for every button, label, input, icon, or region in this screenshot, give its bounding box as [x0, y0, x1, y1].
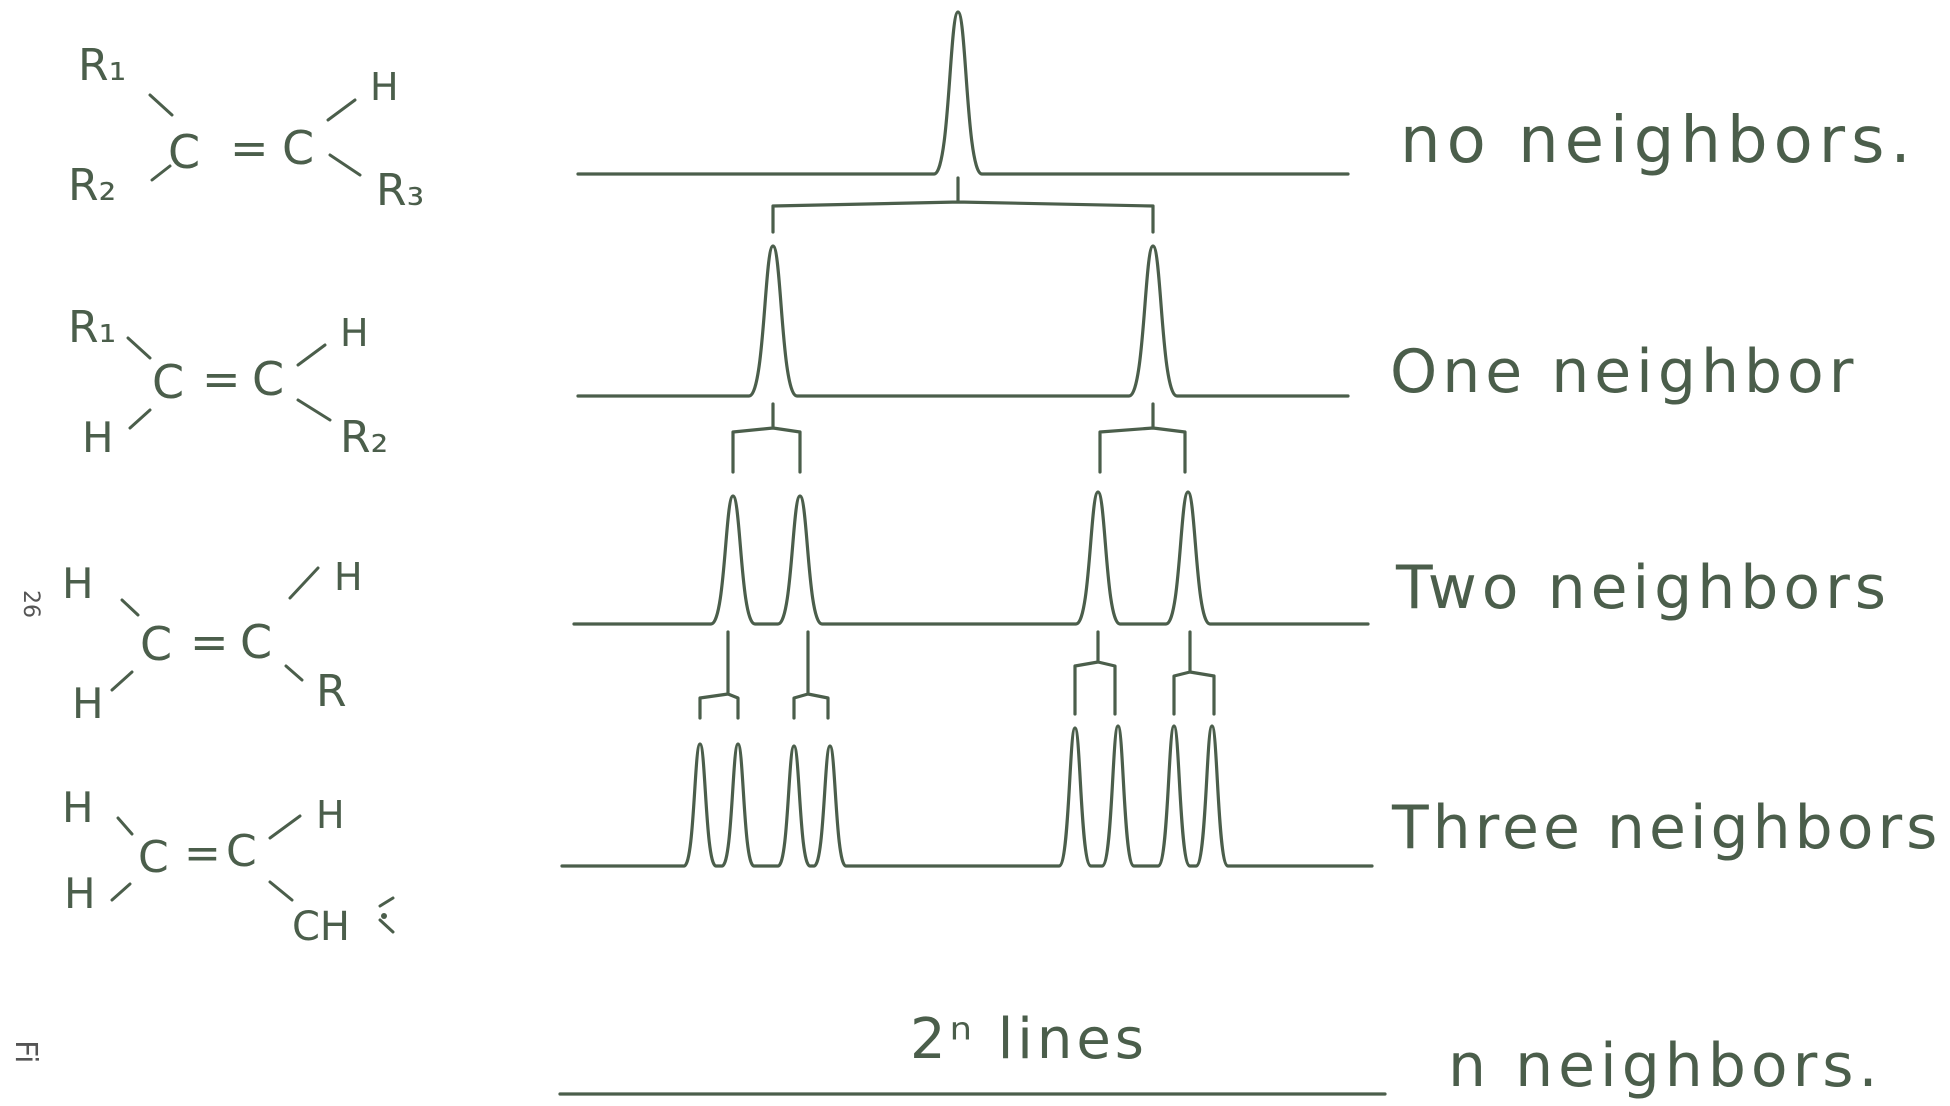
mol2-carbon-left: C — [152, 355, 184, 409]
mol1-right-top: H — [370, 65, 399, 109]
mol1-bond: = — [230, 121, 269, 175]
mol4-bond-lt — [116, 816, 134, 836]
spectra — [560, 10, 1374, 868]
molecule-4: H H C = C H CH — [62, 783, 395, 950]
mol2-bond-lt — [126, 336, 152, 360]
mol3-bond-rt — [288, 566, 320, 600]
mol4-right-bottom: CH — [292, 904, 350, 950]
molecule-3: H H C = C H R — [62, 555, 363, 728]
mol2-left-bottom: H — [82, 413, 114, 462]
mol3-left-top: H — [62, 559, 94, 608]
mol3-bond-lt — [120, 598, 140, 617]
mol3-bond: = — [190, 615, 229, 669]
spectrum-no-neighbors — [576, 10, 1350, 176]
mol3-carbon-left: C — [140, 617, 172, 671]
mol4-right-top: H — [316, 793, 345, 837]
mol3-left-bottom: H — [72, 679, 104, 728]
spectrum-two-neighbors — [572, 490, 1370, 626]
mol2-right-top: H — [340, 311, 369, 355]
mol1-left-top: R₁ — [78, 40, 126, 91]
label-n-neighbors: n neighbors. — [1448, 1031, 1883, 1101]
mol4-left-bottom: H — [64, 869, 96, 918]
spectrum-one-neighbor — [576, 244, 1350, 398]
mol1-bond-rt — [326, 98, 357, 122]
mol1-bond-lb — [150, 164, 172, 182]
split-tree-1 — [771, 176, 1155, 234]
mol2-carbon-right: C — [252, 352, 284, 406]
mol4-bond-rt — [268, 814, 302, 840]
mol1-carbon-right: C — [282, 121, 314, 175]
split-tree-2b — [1098, 402, 1187, 474]
mol1-right-bottom: R₃ — [376, 165, 424, 216]
mol3-right-bottom: R — [316, 666, 347, 717]
mol2-bond: = — [202, 352, 241, 406]
label-no-neighbors: no neighbors. — [1400, 104, 1917, 178]
mol2-bond-rb — [296, 398, 332, 422]
split-tree-3a — [698, 630, 740, 720]
mol4-bond: = — [184, 828, 221, 879]
mol1-carbon-left: C — [168, 125, 200, 179]
molecule-2: R₁ H C = C H R₂ — [68, 302, 388, 463]
split-tree-3b — [792, 630, 830, 720]
mol4-carbon-right: C — [226, 826, 257, 877]
split-tree-3d — [1172, 630, 1216, 716]
label-two-neighbors: Two neighbors — [1395, 553, 1891, 623]
label-three-neighbors: Three neighbors — [1391, 793, 1941, 863]
molecule-1: R₁ R₂ C = C H R₃ — [68, 40, 424, 216]
mol4-ch-tick-top — [378, 896, 395, 908]
mol2-bond-lb — [128, 408, 152, 430]
mol3-carbon-right: C — [240, 615, 272, 669]
mol1-bond-rb — [328, 153, 362, 177]
spectrum-three-neighbors — [560, 724, 1374, 868]
mol2-bond-rt — [296, 343, 327, 367]
mol3-bond-lb — [110, 670, 134, 692]
mol3-bond-rb — [284, 664, 304, 682]
mol4-left-top: H — [62, 783, 94, 832]
mol2-left-top: R₁ — [68, 302, 116, 353]
split-tree-3c — [1073, 630, 1117, 716]
split-tree-2a — [731, 402, 802, 474]
mol4-bond-rb — [268, 880, 294, 902]
label-one-neighbor: One neighbor — [1390, 337, 1858, 407]
mol4-carbon-left: C — [138, 832, 169, 883]
mol4-bond-lb — [110, 882, 132, 902]
mol4-ch-dot — [381, 913, 387, 919]
label-2n-lines: 2ⁿ lines — [910, 1007, 1148, 1072]
figure-label-fragment: Fi — [8, 1040, 43, 1063]
mol3-right-top: H — [334, 555, 363, 599]
mol4-ch-tick-bottom — [378, 918, 395, 934]
mol1-left-bottom: R₂ — [68, 160, 116, 211]
mol1-bond-lt — [148, 93, 174, 117]
page-number: 26 — [18, 590, 43, 618]
mol2-right-bottom: R₂ — [340, 412, 388, 463]
